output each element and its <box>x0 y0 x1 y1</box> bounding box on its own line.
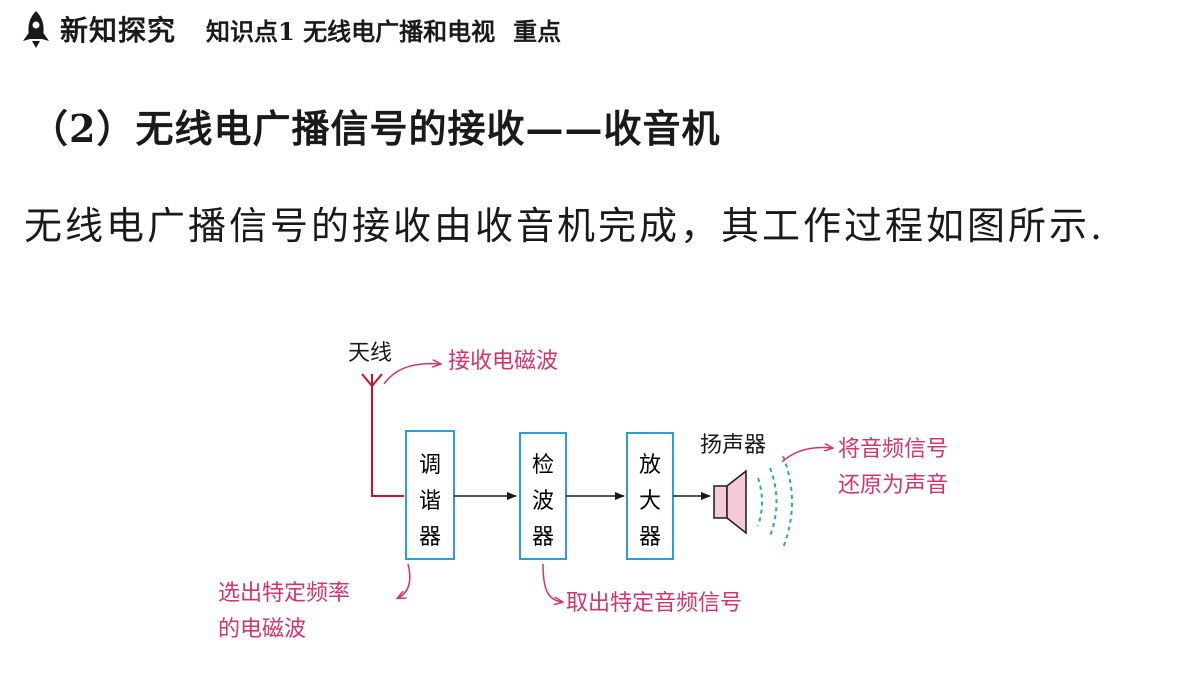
slide-header: 新知探究 知识点1 无线电广播和电视 重点 <box>18 8 561 50</box>
tuner-char-2: 谐 <box>419 489 441 514</box>
detector-note: 取出特定音频信号 <box>566 591 742 616</box>
tuner-note-line-2: 的电磁波 <box>218 617 306 642</box>
speaker-note-arrow <box>781 448 832 463</box>
sound-waves-icon <box>757 455 793 549</box>
antenna-note: 接收电磁波 <box>448 349 558 374</box>
detector-box <box>519 432 567 560</box>
tuner-char-3: 器 <box>419 525 441 550</box>
tuner-box <box>405 430 455 560</box>
amplifier-char-2: 大 <box>639 489 661 514</box>
speaker-label: 扬声器 <box>700 433 766 458</box>
amplifier-char-1: 放 <box>639 453 661 478</box>
amplifier-box <box>626 432 674 560</box>
speaker-note-line-2: 还原为声音 <box>838 473 948 498</box>
detector-char-1: 检 <box>532 453 554 478</box>
amplifier-char-3: 器 <box>639 525 661 550</box>
speaker-icon <box>713 469 747 535</box>
subheading: （2）无线电广播信号的接收——收音机 <box>30 106 721 151</box>
section-title: 新知探究 <box>60 14 177 47</box>
tuner-char-1: 调 <box>419 453 441 478</box>
antenna-line <box>361 373 404 497</box>
tuner-note-arrow <box>398 563 411 598</box>
antenna-label: 天线 <box>348 341 392 366</box>
antenna <box>361 373 404 497</box>
speaker-note-line-1: 将音频信号 <box>838 437 948 462</box>
knowledge-point-title: 知识点1 无线电广播和电视 <box>206 16 496 46</box>
detector-char-3: 器 <box>532 525 554 550</box>
tuner-note-line-1: 选出特定频率 <box>218 581 350 606</box>
detector-char-2: 波 <box>532 489 554 514</box>
body-paragraph: 无线电广播信号的接收由收音机完成，其工作过程如图所示. <box>24 204 1106 248</box>
key-point-tag: 重点 <box>513 16 562 46</box>
detector-note-arrow <box>542 563 562 602</box>
antenna-note-arrow <box>383 364 440 385</box>
rocket-icon <box>23 11 49 48</box>
